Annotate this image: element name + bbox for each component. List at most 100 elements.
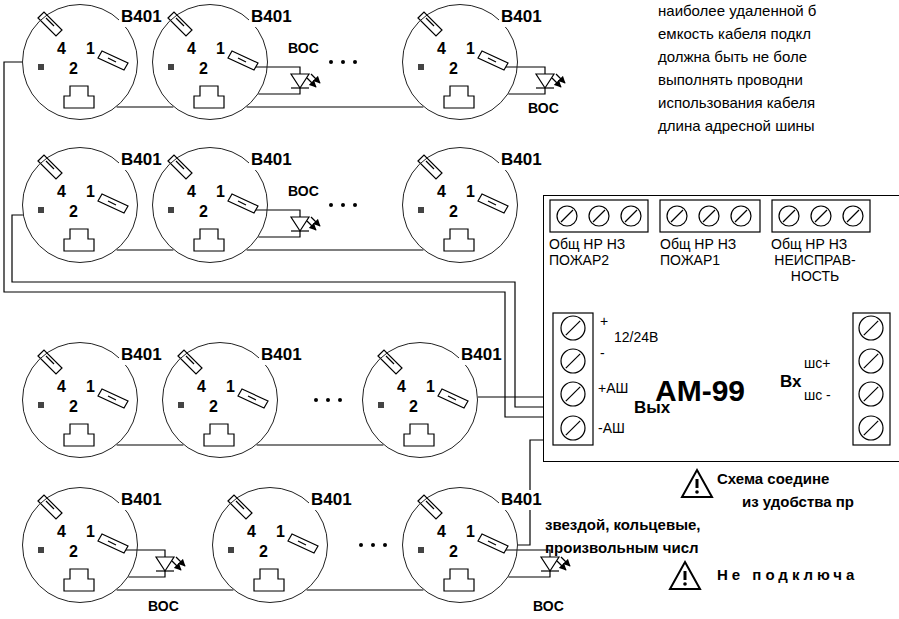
terminal-dot [38, 547, 44, 553]
terminal-dot [418, 64, 424, 70]
terminal-clamp [478, 534, 508, 553]
led-symbol [536, 74, 554, 88]
detector-circle: В401412 [152, 4, 268, 120]
detector-circle: В401412 [402, 487, 518, 603]
terminal-clamp [444, 86, 474, 108]
light-arrow [561, 557, 570, 566]
terminal-names: Общ НР НЗ [660, 236, 736, 252]
detector-name: В401 [499, 7, 544, 27]
pin-number: 1 [86, 41, 95, 57]
detector-name: В401 [119, 345, 164, 365]
led-symbol [541, 557, 559, 571]
pin-number: 2 [199, 204, 208, 220]
led-wire [256, 67, 300, 74]
detector-name: В401 [119, 490, 164, 510]
led-label: ВОС [288, 40, 319, 56]
terminal-clamp [418, 495, 442, 519]
loop-terminal: шс - [804, 387, 831, 403]
detector-name: В401 [249, 150, 294, 170]
warning-text: Не подключа [717, 566, 858, 584]
terminal-dot [378, 402, 384, 408]
detector-name: В401 [259, 345, 304, 365]
bus-wire [117, 589, 234, 590]
loop-terminal: шс+ [804, 355, 830, 371]
terminal-screw [864, 421, 878, 435]
terminal-clamp [64, 229, 94, 251]
pin-number: 2 [69, 544, 78, 560]
detector-circle: В401412 [402, 147, 518, 263]
terminal-clamp [194, 229, 224, 251]
detector-circle: В401412 [22, 487, 138, 603]
pin-number: 1 [466, 184, 475, 200]
pin-number: 4 [187, 184, 196, 200]
warning-sign [670, 562, 700, 589]
detector-circle: В401412 [152, 147, 268, 263]
pin-number: 1 [426, 379, 435, 395]
note-text: емкость кабеля подкл [658, 25, 811, 43]
warning-text: из удобства пр [742, 493, 854, 511]
pin-number: 4 [57, 524, 66, 540]
light-arrow [307, 78, 316, 87]
warning-sign [684, 571, 687, 580]
terminal-clamp [228, 194, 258, 213]
detector-name: В401 [459, 345, 504, 365]
led-wire [126, 550, 165, 557]
terminal-clamp [64, 86, 94, 108]
terminal-screw [864, 321, 878, 335]
pin-number: 4 [437, 184, 446, 200]
pin-number: 1 [216, 184, 225, 200]
ellipsis-dot [353, 203, 357, 207]
polarity-sign: + [600, 313, 608, 329]
ellipsis-dot [383, 543, 387, 547]
terminal-clamp [478, 194, 508, 213]
terminal-group: Вых [634, 398, 670, 418]
terminal-screw [566, 387, 580, 401]
bus-wire [117, 444, 184, 445]
led-wire [506, 550, 550, 557]
pin-number: 4 [437, 524, 446, 540]
terminal-screw [843, 206, 863, 226]
terminal-clamp [98, 194, 128, 213]
detector-circle: В401412 [212, 487, 328, 603]
detector-circle: В401412 [362, 342, 478, 458]
terminal-dot [168, 207, 174, 213]
polarity-sign: - [600, 345, 605, 361]
pin-number: 2 [449, 544, 458, 560]
terminal-clamp [98, 534, 128, 553]
terminal-dot [38, 207, 44, 213]
ellipsis-dot [341, 60, 345, 64]
terminal-screw [593, 210, 605, 222]
light-arrow [557, 561, 566, 570]
led-wire [256, 210, 300, 217]
output-name: НЕИСПРАВ- НОСТЬ [769, 252, 861, 284]
terminal-dot [178, 402, 184, 408]
terminal-names: Общ НР НЗ [771, 236, 847, 252]
output-name: ПОЖАР1 [660, 252, 720, 268]
terminal-names: Общ НР НЗ [549, 236, 625, 252]
light-arrow [172, 561, 181, 570]
pin-number: 2 [259, 544, 268, 560]
terminal-clamp [98, 389, 128, 408]
bus-wire [247, 249, 424, 250]
light-arrow [176, 557, 185, 566]
bus-terminal: +АШ [598, 380, 628, 396]
terminal-screw [561, 416, 585, 440]
terminal-block [660, 200, 760, 232]
pin-number: 2 [69, 399, 78, 415]
warning-text: звездой, кольцевые, [545, 516, 700, 534]
pin-number: 4 [57, 379, 66, 395]
terminal-dot [228, 547, 234, 553]
terminal-screw [779, 206, 799, 226]
terminal-screw [811, 206, 831, 226]
light-arrow [307, 221, 316, 230]
terminal-screw [566, 321, 580, 335]
terminal-screw [703, 210, 715, 222]
detector-name: В401 [309, 490, 354, 510]
pin-number: 1 [86, 184, 95, 200]
warning-text: Схема соедине [717, 470, 829, 488]
led-symbol [291, 217, 309, 231]
note-text: выполнять проводни [658, 71, 803, 89]
led-wire [258, 88, 300, 94]
terminal-clamp [38, 350, 62, 374]
terminal-clamp [178, 350, 202, 374]
